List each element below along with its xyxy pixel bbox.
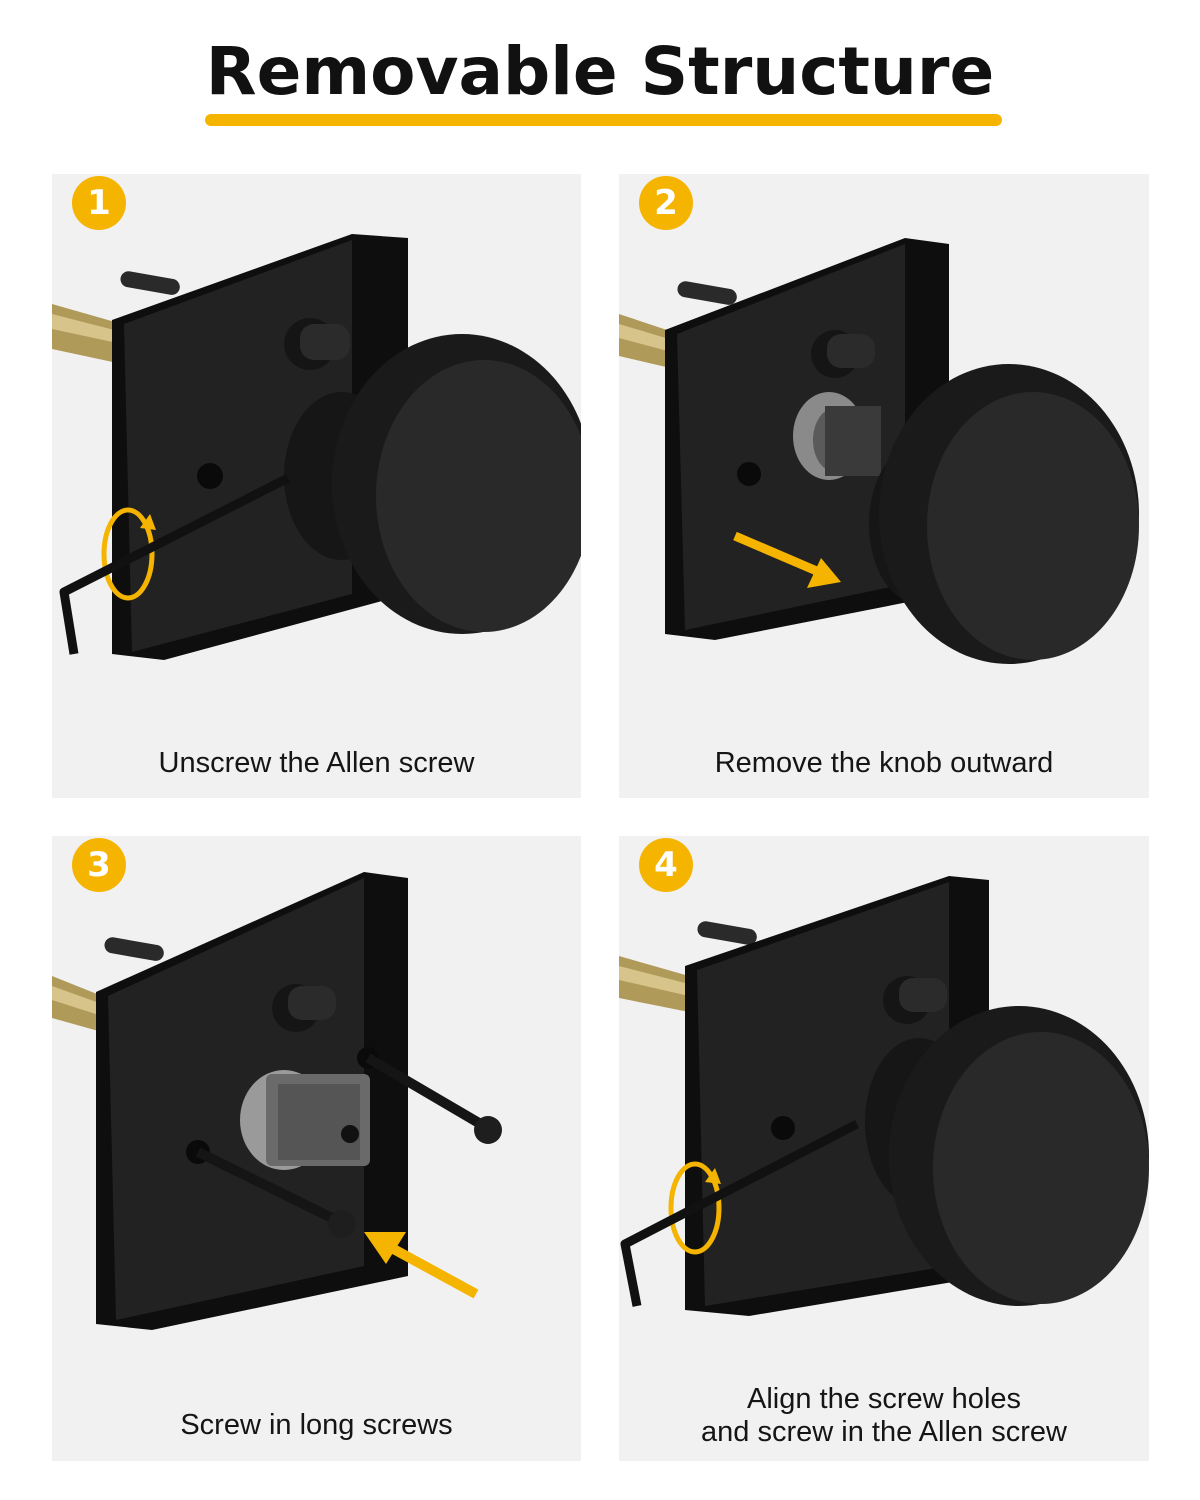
step-caption: Screw in long screws [180, 1409, 453, 1441]
step-caption: Remove the knob outward [714, 747, 1054, 779]
lock-illustration [619, 238, 1139, 664]
step-panel-3: 3 Screw in long screws [52, 836, 581, 1461]
lock-illustration [619, 876, 1149, 1316]
step-number-badge: 4 [639, 838, 693, 892]
step-panel-1: 1 Unscrew the Allen screw [52, 174, 581, 798]
step-caption: Align the screw holes and screw in the A… [619, 1383, 1149, 1449]
step-number-badge: 2 [639, 176, 693, 230]
step-caption-line-1: Align the screw holes [746, 1383, 1022, 1415]
page-title: Removable Structure [205, 33, 995, 110]
allen-key-icon [59, 473, 291, 655]
title-underline [205, 114, 1002, 126]
step-panel-4: 4 Align the screw holes and screw in the… [619, 836, 1149, 1461]
lock-illustration [52, 872, 502, 1330]
step-caption-line-2: and screw in the Allen screw [701, 1416, 1067, 1448]
header: Removable Structure [0, 22, 1200, 126]
arrow-icon [733, 531, 841, 588]
step-number-badge: 1 [72, 176, 126, 230]
step-caption: Unscrew the Allen screw [158, 747, 475, 779]
allen-key-icon [620, 1120, 860, 1307]
rotate-arrow-icon [668, 1161, 722, 1255]
lock-illustration [52, 234, 581, 660]
screw-icon [195, 1053, 502, 1238]
step-panel-2: 2 Remove the knob outward [619, 174, 1149, 798]
rotate-arrow-icon [101, 507, 156, 601]
step-number-badge: 3 [72, 838, 126, 892]
arrow-icon [364, 1232, 479, 1299]
